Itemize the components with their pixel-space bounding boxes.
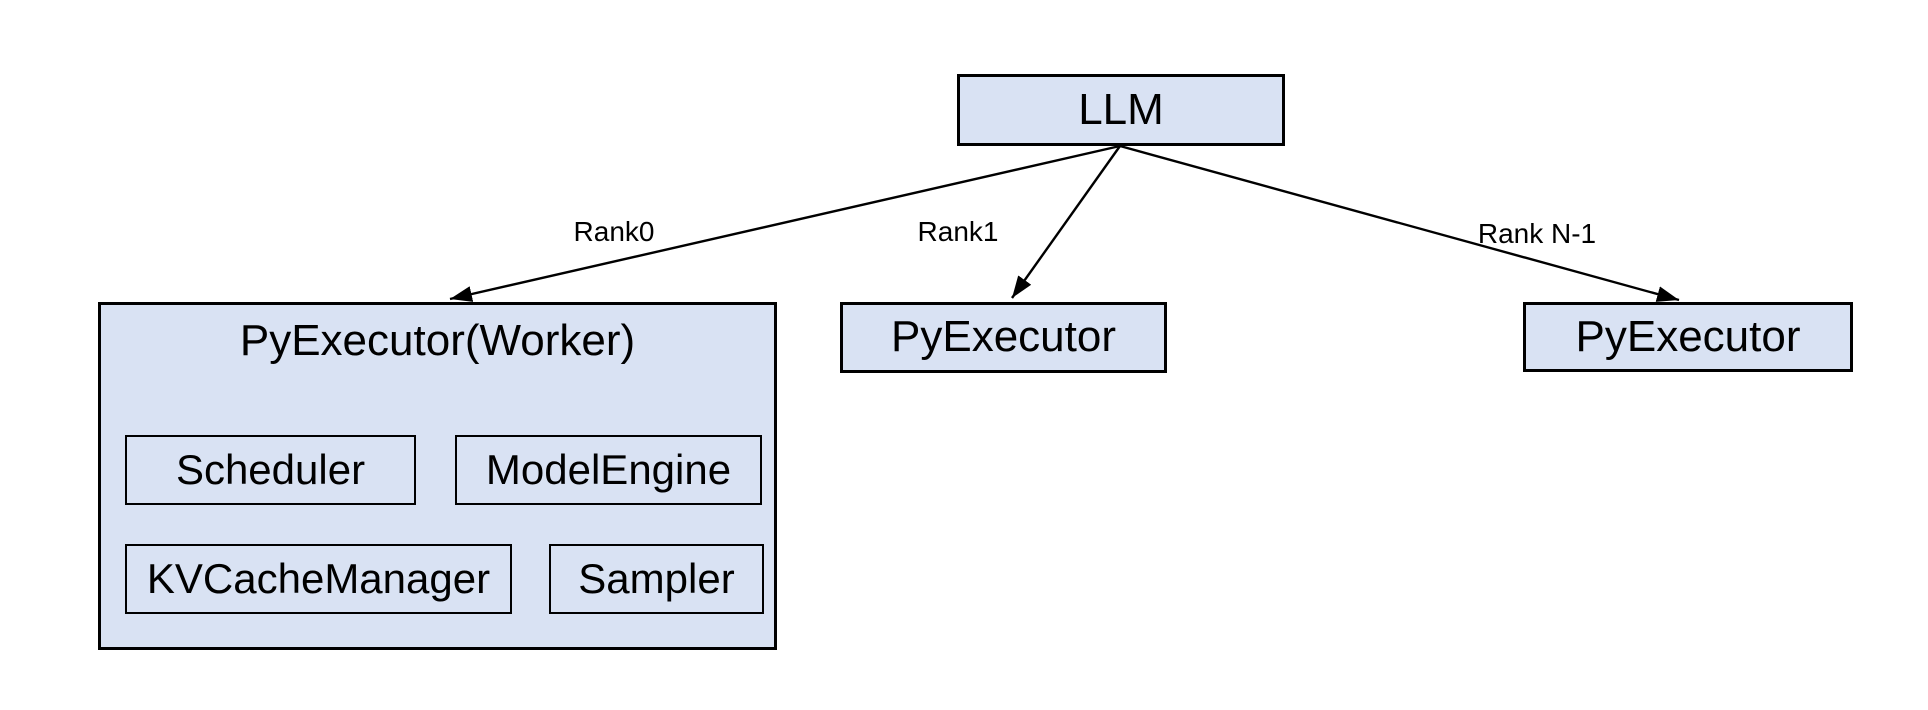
component-box-kvcachemanager: KVCacheManager xyxy=(125,544,512,614)
sampler-label: Sampler xyxy=(578,554,735,602)
llm-label: LLM xyxy=(1078,84,1164,134)
component-box-sampler: Sampler xyxy=(549,544,764,614)
modelengine-label: ModelEngine xyxy=(485,445,732,493)
edge-label-rank-n-1: Rank N-1 xyxy=(1477,218,1597,249)
worker-rank0-title: PyExecutor(Worker) xyxy=(239,316,636,365)
worker-rank-n-1-label: PyExecutor xyxy=(1575,311,1801,361)
worker-rank1-label: PyExecutor xyxy=(891,312,1116,362)
worker-box-rank1: PyExecutor xyxy=(840,302,1167,373)
kvcachemanager-label: KVCacheManager xyxy=(146,554,491,602)
scheduler-label: Scheduler xyxy=(175,445,366,493)
edge-label-rank1: Rank1 xyxy=(917,216,999,247)
component-box-scheduler: Scheduler xyxy=(125,435,416,505)
llm-box: LLM xyxy=(957,74,1285,146)
worker-box-rank-n-1: PyExecutor xyxy=(1523,302,1853,372)
worker-box-rank0: PyExecutor(Worker) Scheduler ModelEngine… xyxy=(98,302,777,650)
edge-label-rank0: Rank0 xyxy=(573,216,655,247)
component-box-modelengine: ModelEngine xyxy=(455,435,762,505)
